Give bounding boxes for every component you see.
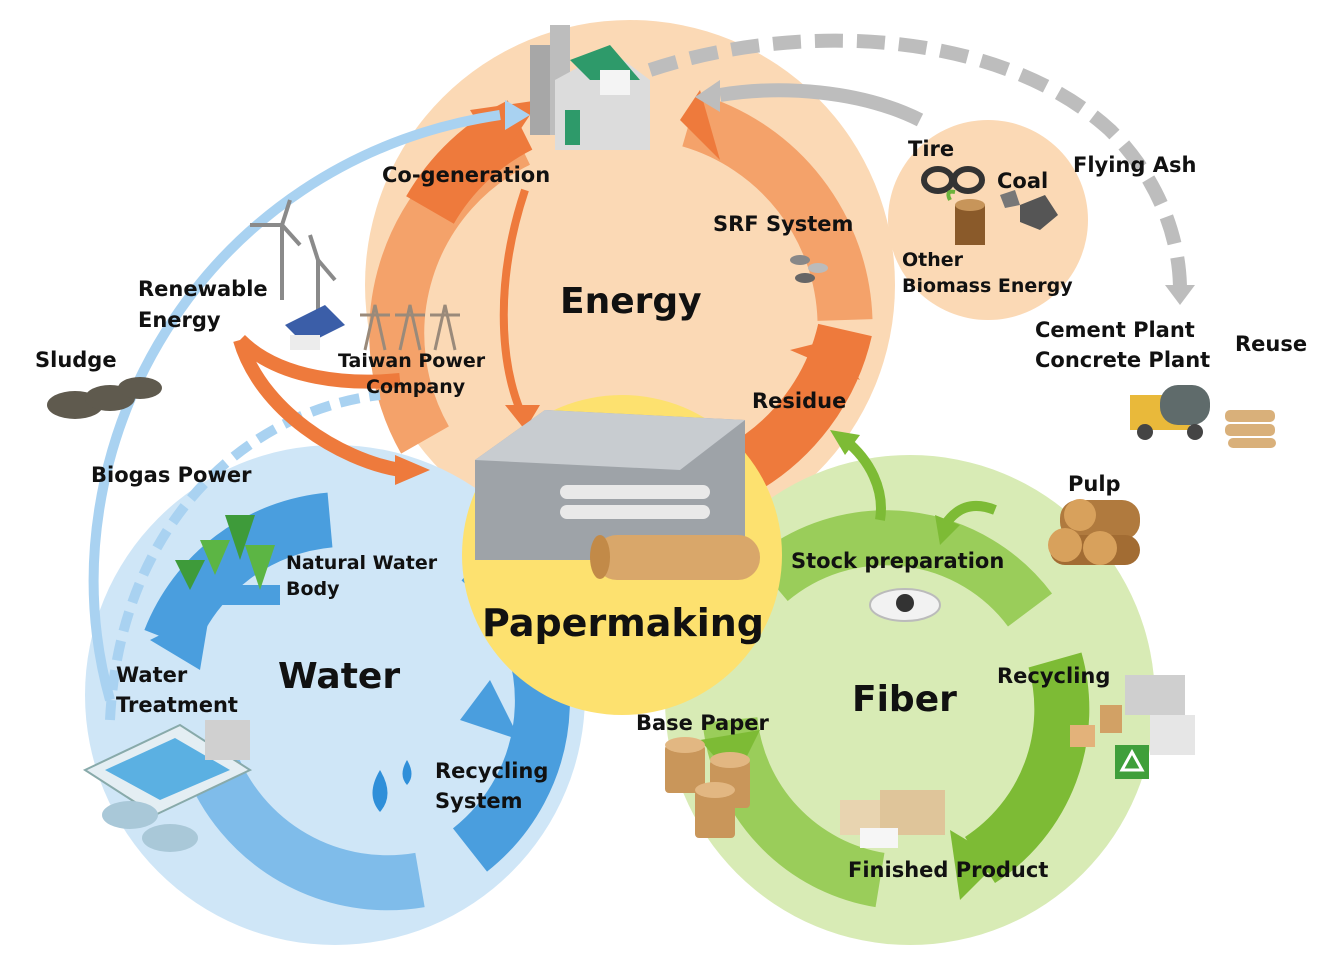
water-treatment-label-line2: Treatment [116,693,238,717]
fiber-recycling-label: Recycling [997,664,1111,688]
flying-ash-label: Flying Ash [1073,153,1197,177]
recycle-symbol-icon [1115,745,1149,779]
reuse-label: Reuse [1235,332,1308,356]
other-biomass-label-line2: Biomass Energy [902,275,1073,297]
water-arrowhead-left [150,610,210,670]
other-biomass-label-line1: Other [902,249,964,271]
water-drop-icon [372,760,412,812]
srf-pellets-icon [790,255,828,283]
renewable-arrow [233,337,402,477]
treatment-plant-icon [82,720,253,852]
energy-cycle-title: Energy [560,281,702,322]
power-tower-icon [360,304,460,351]
taiwan-power-label-line1: Taiwan Power [338,350,486,372]
tire-icon [921,166,985,194]
natural-water-label-line1: Natural Water [286,552,438,574]
natural-water-label-line2: Body [286,578,340,600]
srf-system-label: SRF System [713,212,854,236]
biogas-power-label: Biogas Power [91,463,252,487]
residue-label: Residue [752,389,847,413]
recycled-paper-icon [1070,675,1195,755]
paper-roll-icon [665,737,750,838]
pulp-logs-icon [1048,499,1140,565]
flying-ash-arrowhead [1165,285,1195,305]
forest-icon [170,515,280,605]
concrete-plant-label: Concrete Plant [1035,348,1211,372]
cement-plant-label: Cement Plant [1035,318,1195,342]
energy-arrowhead-bottom [790,340,860,380]
finished-product-label: Finished Product [848,858,1049,882]
taiwan-power-label-line2: Company [366,376,466,398]
pulp-label: Pulp [1068,472,1121,496]
solar-panel-icon [285,305,345,350]
residue-arrow [841,436,886,521]
coal-label: Coal [997,169,1049,193]
sludge-arrow [88,110,501,702]
sludge-arrowhead [505,100,530,130]
energy-arrowhead-right [680,90,720,160]
cogeneration-label: Co-generation [382,163,551,187]
recycling-system-label-line1: Recycling [435,759,549,783]
cement-bags-icon [1225,410,1276,448]
recycling-system-label-line2: System [435,789,523,813]
cogeneration-arrowhead [505,405,540,430]
boxes-icon [840,790,945,848]
cogeneration-arrow [499,188,529,412]
papermaking-title: Papermaking [482,601,764,645]
renewable-energy-label-line2: Energy [138,308,221,332]
base-paper-label: Base Paper [636,711,769,735]
fiber-cycle-title: Fiber [852,679,957,720]
stock-preparation-label: Stock preparation [791,549,1005,573]
biogas-arrow [105,390,381,721]
coal-icon [1000,190,1058,230]
sludge-icon [47,377,162,419]
wood-stump-icon [946,189,985,245]
water-cycle-title: Water [278,656,401,697]
tire-label: Tire [908,137,955,161]
renewable-energy-label-line1: Renewable [138,277,268,301]
sludge-label: Sludge [35,348,117,372]
pulp-arrowhead [935,515,960,545]
fuel-arrowhead [695,80,720,112]
water-treatment-label-line1: Water [116,663,188,687]
flying-ash-arrow [647,33,1187,291]
factory-icon [530,25,650,150]
fuel-arrow [718,83,924,127]
renewable-arrow-2 [235,334,401,389]
water-arrowhead-right [460,680,520,740]
mixer-truck-icon [1130,385,1210,440]
stock-bowl-icon [869,588,941,622]
paper-machine-icon [475,410,760,580]
residue-arrowhead [830,430,860,455]
renewable-arrowhead [395,455,430,485]
fiber-arrowhead-right [950,830,1000,900]
